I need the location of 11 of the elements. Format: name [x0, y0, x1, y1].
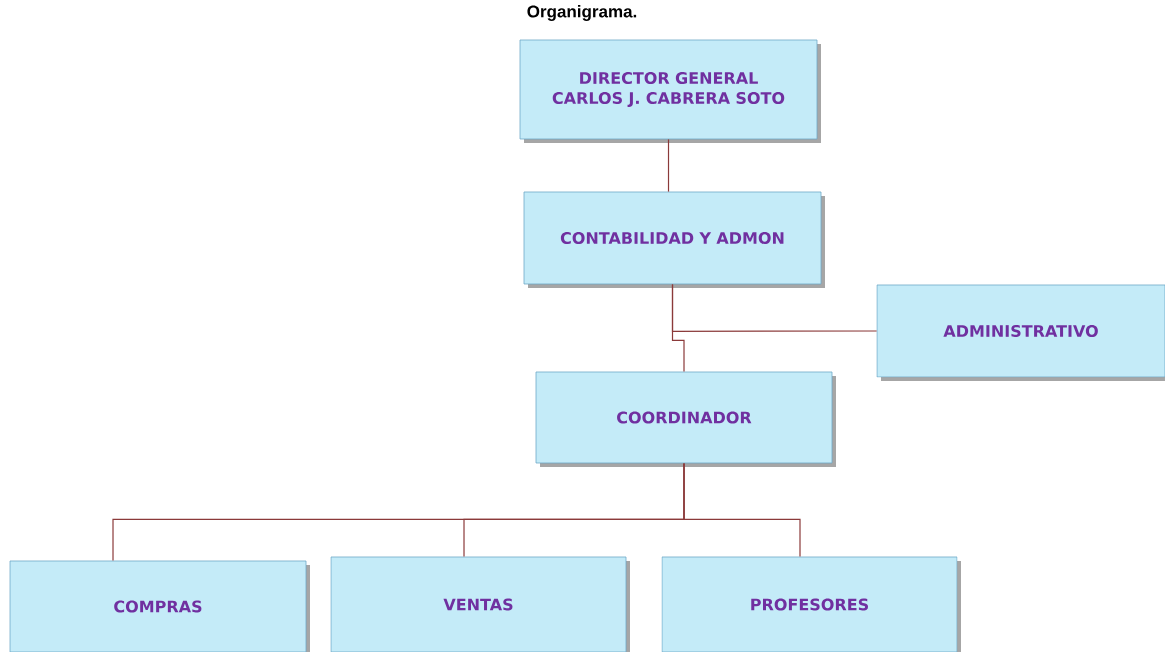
org-box: CONTABILIDAD Y ADMON [523, 191, 825, 288]
org-box: VENTAS [330, 556, 630, 652]
title: Organigrama. [527, 5, 637, 21]
connector-line [683, 462, 801, 558]
org-box: DIRECTOR GENERAL CARLOS J. CABRERA SOTO [519, 39, 821, 143]
org-box: COORDINADOR [535, 371, 836, 467]
connector-line [667, 138, 670, 193]
connector-line [671, 283, 878, 332]
org-box: PROFESORES [661, 556, 961, 652]
org-box: ADMINISTRATIVO [876, 284, 1165, 381]
org-box: COMPRAS [9, 560, 310, 652]
